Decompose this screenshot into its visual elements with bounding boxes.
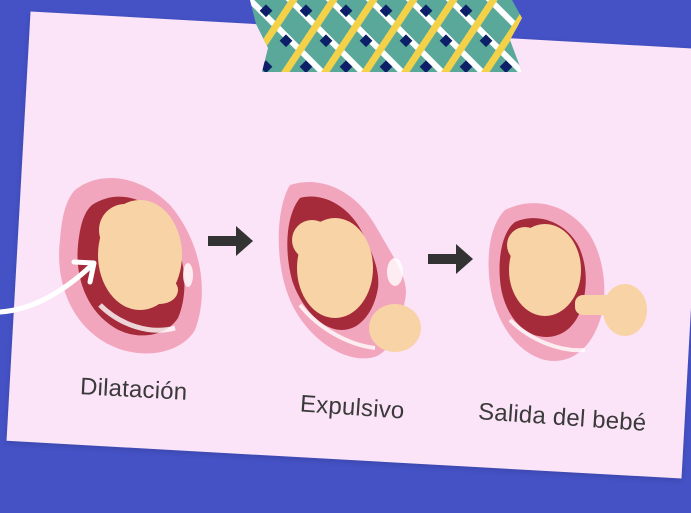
stage-expulsivo-illustration bbox=[279, 182, 421, 358]
washi-tape bbox=[240, 0, 570, 80]
stage-dilatacion-illustration bbox=[59, 178, 202, 353]
arrow-right-icon bbox=[428, 244, 473, 274]
stage-label-dilatacion: Dilatación bbox=[79, 373, 188, 407]
arrow-right-icon bbox=[208, 226, 253, 256]
stage-salida-illustration bbox=[489, 203, 647, 361]
